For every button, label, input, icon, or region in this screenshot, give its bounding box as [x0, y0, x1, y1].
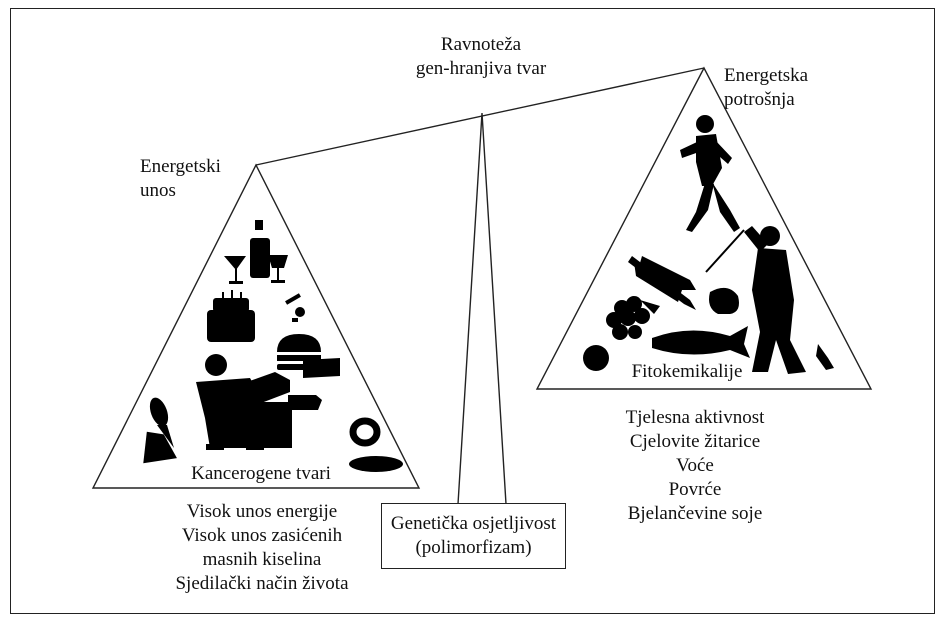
fulcrum-pillar	[457, 112, 507, 505]
box-label-line-1: Genetička osjetljivost	[390, 513, 557, 534]
left-factor-4: Sjedilački način života	[175, 573, 349, 594]
fish-icon	[652, 326, 750, 358]
golfer-icon	[705, 226, 806, 374]
tomato-icon	[583, 345, 609, 371]
right-corner-label-line-2: potrošnja	[724, 89, 795, 110]
right-corner-label: Energetska potrošnja	[724, 64, 834, 112]
right-factor-list: Tjelesna aktivnost Cjelovite žitarice Vo…	[600, 406, 790, 526]
grapes-icon	[606, 296, 660, 340]
right-triangle	[535, 66, 873, 390]
right-factor-3: Voće	[676, 455, 714, 476]
top-label-line-2: gen-hranjiva tvar	[415, 58, 547, 79]
martini-glass-icon	[224, 256, 246, 284]
right-triangle-label: Fitokemikalije	[631, 361, 743, 382]
right-corner-label-line-1: Energetska	[724, 65, 809, 86]
left-factor-list: Visok unos energije Visok unos zasićenih…	[147, 500, 377, 596]
left-factor-1: Visok unos energije	[186, 501, 338, 522]
left-triangle-label: Kancerogene tvari	[191, 463, 331, 484]
right-factor-1: Tjelesna aktivnost	[625, 407, 765, 428]
right-factor-2: Cjelovite žitarice	[629, 431, 761, 452]
bottle-icon	[250, 220, 270, 278]
pie-icon	[349, 456, 403, 472]
sandwich-icon	[303, 358, 340, 378]
left-corner-label-line-1: Energetski	[140, 156, 221, 177]
genetic-susceptibility-box: Genetička osjetljivost (polimorfizam)	[381, 503, 566, 569]
left-factor-2: Visok unos zasićenih	[181, 525, 343, 546]
seated-person-icon	[196, 354, 322, 450]
box-label-line-2: (polimorfizam)	[415, 537, 532, 558]
left-corner-label-line-2: unos	[140, 180, 176, 201]
left-corner-label: Energetski unos	[140, 155, 230, 203]
right-factor-4: Povrće	[668, 479, 722, 500]
pepper-icon	[709, 287, 739, 314]
wine-glass-icon	[268, 255, 288, 283]
left-triangle	[91, 163, 421, 489]
left-factor-3: masnih kiselina	[202, 549, 322, 570]
wheat-icon	[628, 256, 696, 310]
cake-icon	[207, 290, 255, 342]
donut-icon	[349, 417, 381, 447]
right-factor-5: Bjelančevine soje	[627, 503, 763, 524]
top-label: Ravnoteža gen-hranjiva tvar	[411, 33, 551, 81]
top-label-line-1: Ravnoteža	[440, 34, 522, 55]
cigarette-icon	[285, 293, 305, 322]
balance-beam	[255, 67, 705, 166]
broccoli-icon	[816, 344, 834, 370]
runner-icon	[680, 115, 740, 232]
ice-cream-cone-icon	[143, 397, 177, 464]
